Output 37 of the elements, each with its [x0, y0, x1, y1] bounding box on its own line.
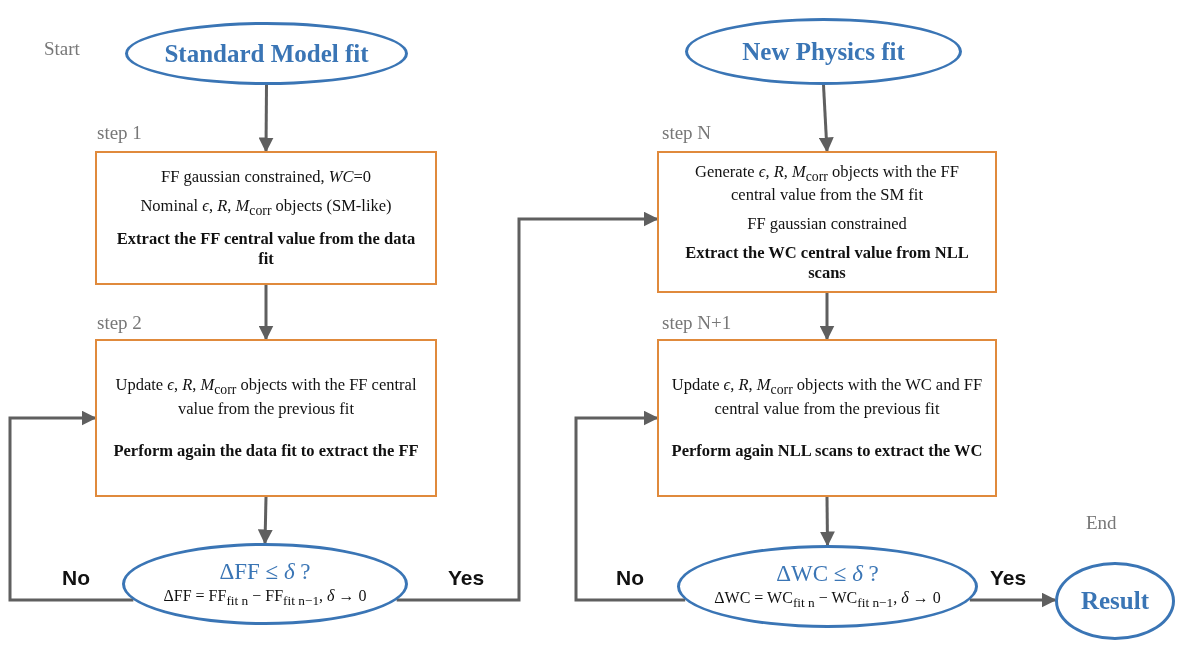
arrow — [574, 410, 686, 602]
condition-text: ΔWC ≤ δ ? — [776, 561, 879, 588]
step-label: step 2 — [97, 312, 142, 334]
arrow — [258, 285, 274, 341]
arrow — [396, 211, 659, 602]
arrow — [257, 496, 273, 545]
process-box — [95, 339, 437, 497]
box-text: Nominal ϵ, R, M$_{corr}$ objects (SM-like) — [140, 196, 392, 220]
box-text: Extract the WC central value from NLL scans — [684, 242, 970, 283]
terminal-text: Result — [1080, 587, 1150, 615]
box-text: Perform again NLL scans to extract the WC — [671, 440, 983, 461]
step-label: End — [1086, 512, 1117, 534]
arrow — [819, 293, 835, 341]
arrow — [969, 592, 1057, 608]
condition-text: ΔFF ≤ δ ? — [219, 558, 311, 585]
step-label: Start — [44, 38, 80, 60]
box-text: Perform again the data fit to extract the FF — [113, 440, 419, 461]
process-box — [657, 339, 997, 497]
formula-text: ΔFF = FF$_{fit n}$ − FF$_{fit n−1}$, δ → 0 — [163, 586, 367, 610]
box-text: Update ϵ, R, M$_{corr}$ objects with the FF central value from the previous fit — [114, 375, 418, 419]
arrow — [818, 84, 834, 153]
process-box — [657, 151, 997, 293]
terminal-text: Standard Model fit — [164, 39, 369, 68]
process-box — [95, 151, 437, 285]
box-text: Update ϵ, R, M$_{corr}$ objects with the WC and FF central value from the previous fit — [671, 375, 983, 419]
arrow — [258, 85, 274, 153]
arrow — [8, 410, 134, 602]
terminal-text: New Physics fit — [742, 37, 905, 66]
arrow — [819, 497, 835, 547]
box-text: Generate ϵ, R, M$_{corr}$ objects with the FF central value from the SM fit — [694, 161, 960, 206]
step-label: step N — [662, 122, 712, 144]
step-label: step 1 — [97, 122, 142, 144]
box-text: FF gaussian constrained — [747, 214, 907, 234]
formula-text: ΔWC = WC$_{fit n}$ − WC$_{fit n−1}$, δ → 0 — [714, 589, 941, 612]
box-text: Extract the FF central value from the data fit — [115, 229, 417, 269]
step-label: step N+1 — [662, 312, 732, 334]
box-text: FF gaussian constrained, WC=0 — [160, 167, 371, 188]
